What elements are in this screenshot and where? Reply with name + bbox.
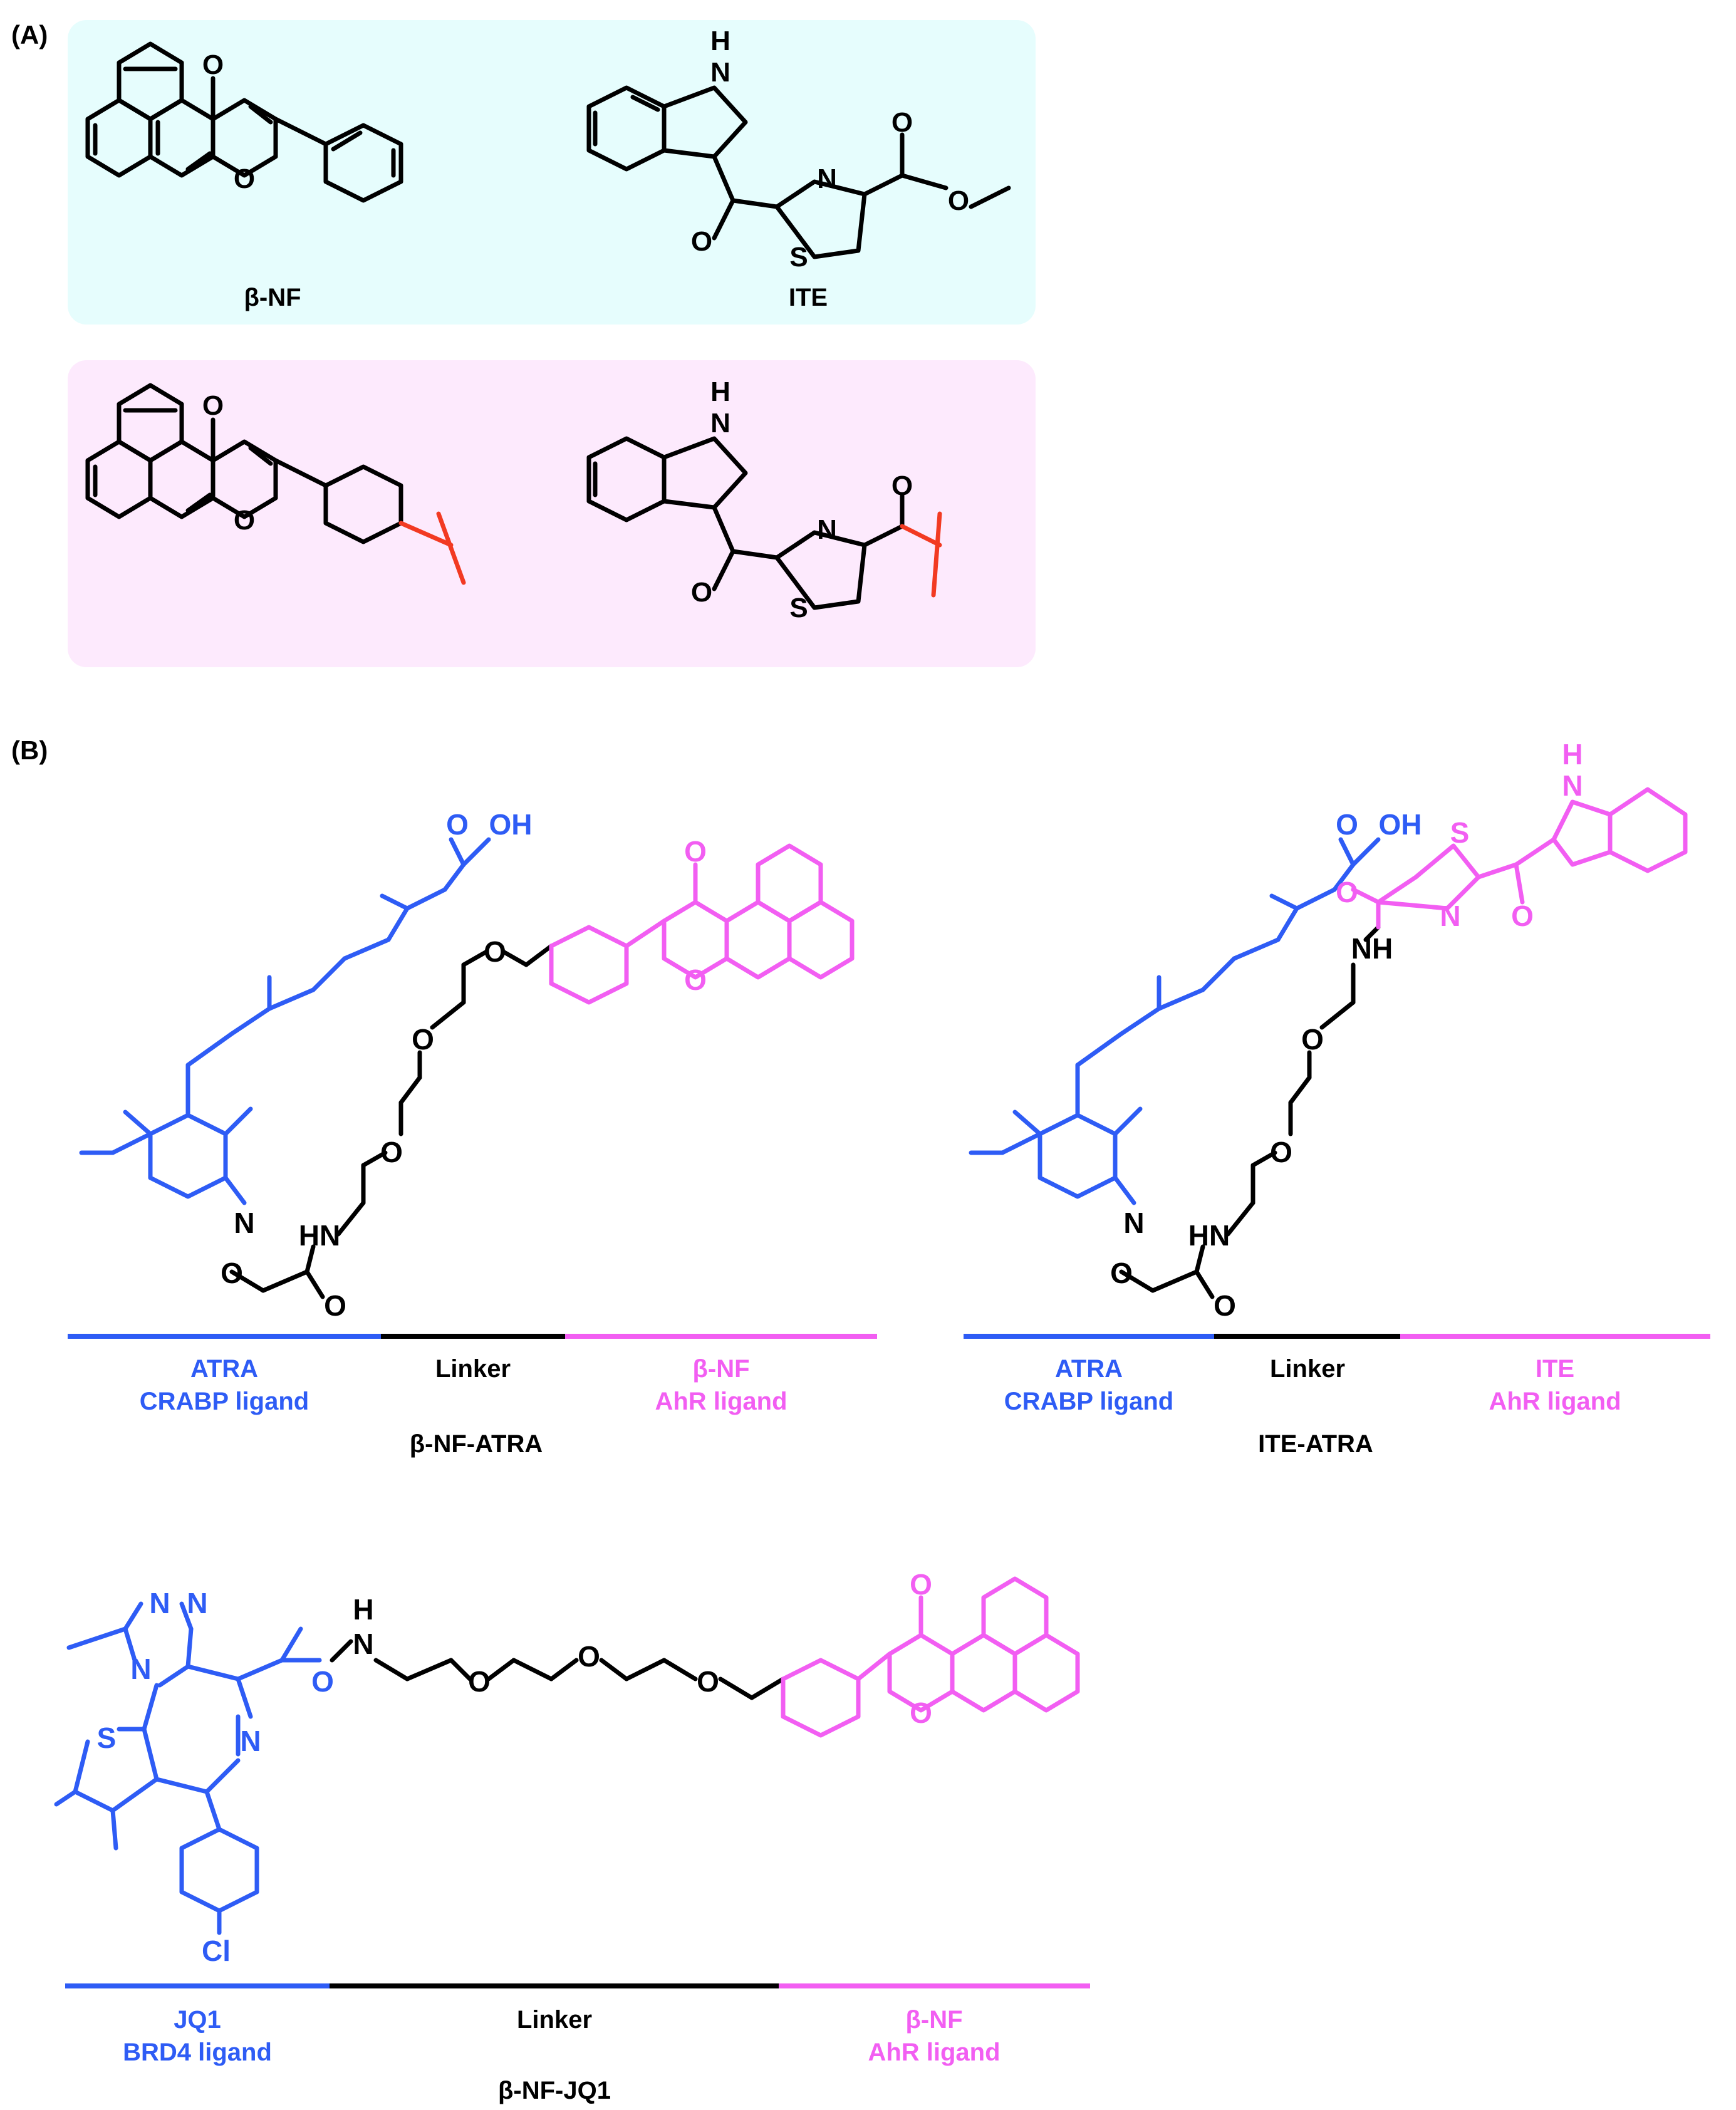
native-ligands-box	[68, 20, 1036, 325]
mod-bnf-o-ring: O	[234, 505, 255, 536]
c2-nh: NH	[1351, 932, 1393, 965]
c3-jq1-structure	[54, 1601, 322, 1935]
c1-seg1-role: CRABP ligand	[140, 1388, 309, 1415]
c3-triazole-n2: N	[187, 1587, 207, 1619]
c3-compound-name: β-NF-JQ1	[498, 2077, 611, 2104]
c3-bnf-structure	[781, 1576, 1080, 1738]
c3-amide-n: N	[353, 1628, 373, 1660]
c1-amide-o: O	[324, 1289, 346, 1322]
c3-seg2-name: Linker	[517, 2006, 592, 2034]
modified-ligands-box	[68, 360, 1036, 667]
c1-hn: HN	[299, 1219, 340, 1252]
c1-seg3-role: AhR ligand	[655, 1388, 787, 1415]
c3-thiophene-s: S	[97, 1722, 117, 1754]
ite-ester-o2: O	[948, 185, 969, 216]
c3-bnf-o-ketone: O	[910, 1568, 932, 1601]
ite-nh-n: N	[710, 57, 730, 88]
ite-name: ITE	[789, 284, 828, 311]
ite-modified-structure	[586, 436, 905, 610]
ite-structure	[586, 85, 1011, 259]
c2-indole-n: N	[1562, 769, 1583, 802]
ite-thiazole-n: N	[817, 164, 837, 194]
ite-ketone-o: O	[691, 226, 712, 257]
c1-atra-structure	[79, 837, 491, 1205]
c2-compound-name: ITE-ATRA	[1258, 1430, 1373, 1458]
c2-ite-structure	[1351, 787, 1688, 930]
mod-bnf-o-ketone: O	[202, 390, 224, 421]
c2-indole-h: H	[1562, 738, 1583, 771]
mod-ite-thiazole-n: N	[817, 514, 837, 545]
c2-thiazole-n: N	[1440, 900, 1460, 932]
c2-seg3-name: ITE	[1536, 1355, 1574, 1383]
c3-peg-o1: O	[468, 1665, 491, 1698]
c3-seg3-name: β-NF	[905, 2006, 962, 2034]
c1-peg-o2: O	[412, 1023, 434, 1056]
c1-seg3-name: β-NF	[692, 1355, 749, 1383]
c1-bnf-structure	[549, 843, 855, 1005]
c3-peg-o2: O	[578, 1640, 600, 1673]
c3-diazepine-n: N	[240, 1725, 261, 1757]
panel-b-label: (B)	[11, 735, 48, 765]
bnf-o-ketone: O	[202, 49, 224, 80]
c2-thiazole-s: S	[1450, 816, 1470, 849]
c3-amide-o: O	[311, 1665, 334, 1698]
mod-ite-nh-h: H	[710, 377, 730, 407]
c2-seg1-role: CRABP ligand	[1004, 1388, 1173, 1415]
c2-linker-structure	[1119, 925, 1381, 1299]
bnf-o-ring: O	[234, 164, 255, 194]
c3-triazole-n1: N	[149, 1587, 170, 1619]
bnf-modified-structure	[85, 383, 403, 544]
c1-bnf-o-ring: O	[684, 964, 707, 996]
c2-ite-amide-o: O	[1336, 876, 1358, 908]
c1-oxime-o: O	[221, 1257, 243, 1289]
c2-oh: OH	[1379, 808, 1422, 841]
ite-thiazole-s: S	[789, 242, 808, 273]
c3-amide-h: H	[353, 1593, 373, 1626]
c2-amide-o: O	[1214, 1289, 1236, 1322]
c1-seg1-name: ATRA	[190, 1355, 258, 1383]
c3-chloro: Cl	[202, 1935, 231, 1967]
c3-seg1-role: BRD4 ligand	[123, 2039, 272, 2066]
ite-attachment-point	[900, 511, 942, 598]
mod-ite-amide-o: O	[891, 470, 913, 501]
c1-peg-o1: O	[380, 1136, 403, 1168]
c1-seg2-name: Linker	[435, 1355, 511, 1383]
c1-acid-o: O	[446, 808, 469, 841]
c2-ketone-o: O	[1511, 900, 1534, 932]
c3-bnf-o-ring: O	[910, 1697, 932, 1729]
ite-ester-o1: O	[891, 107, 913, 138]
c3-peg-o3: O	[697, 1665, 719, 1698]
c1-oh: OH	[489, 808, 533, 841]
bnf-structure	[85, 41, 403, 203]
c2-hn: HN	[1188, 1219, 1230, 1252]
c2-acid-o: O	[1336, 808, 1358, 841]
c2-oxime-o: O	[1110, 1257, 1133, 1289]
c2-oxime-n: N	[1123, 1207, 1144, 1239]
ite-nh-h: H	[710, 26, 730, 56]
c1-linker-structure	[229, 943, 554, 1299]
c2-atra-structure	[969, 837, 1381, 1205]
c2-peg-o2: O	[1301, 1023, 1324, 1056]
c3-triazole-n3: N	[130, 1653, 151, 1685]
c2-peg-o1: O	[1270, 1136, 1292, 1168]
c1-compound-name: β-NF-ATRA	[410, 1430, 543, 1458]
c3-seg3-role: AhR ligand	[868, 2039, 1000, 2066]
c1-peg-o3: O	[484, 935, 506, 968]
c3-linker-structure	[330, 1639, 786, 1700]
c2-seg3-role: AhR ligand	[1489, 1388, 1621, 1415]
c2-seg2-name: Linker	[1270, 1355, 1345, 1383]
mod-ite-thiazole-s: S	[789, 593, 808, 623]
panel-a-label: (A)	[11, 20, 48, 49]
bnf-name: β-NF	[244, 284, 301, 311]
mod-ite-nh-n: N	[710, 408, 730, 439]
c1-oxime-n: N	[234, 1207, 254, 1239]
c3-seg1-name: JQ1	[174, 2006, 221, 2034]
bnf-attachment-point	[398, 511, 466, 585]
mod-ite-ketone-o: O	[691, 577, 712, 608]
c1-bnf-o-ketone: O	[684, 835, 707, 868]
c2-seg1-name: ATRA	[1055, 1355, 1123, 1383]
